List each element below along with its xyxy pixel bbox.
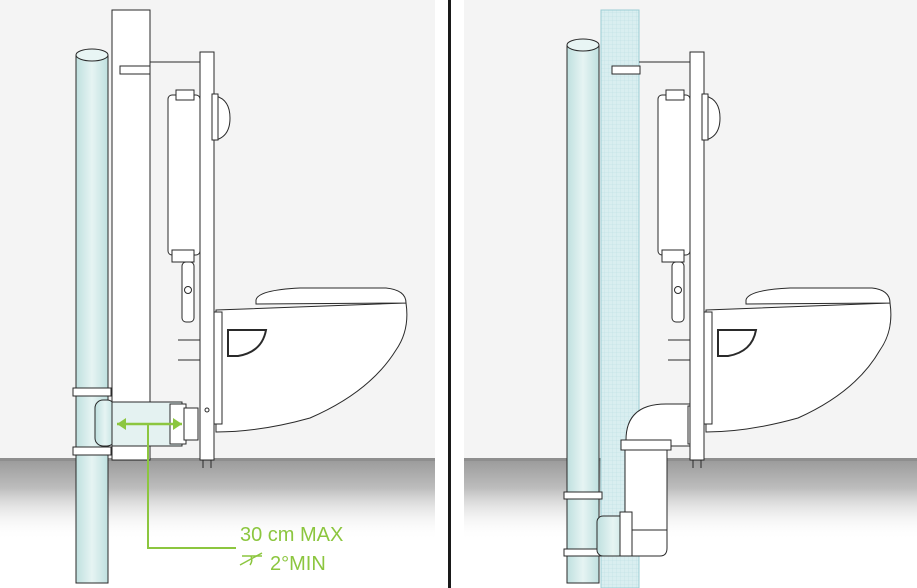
left-panel: 30 cm MAX 2°MIN [0,0,435,584]
left-drain-pipe [72,48,116,584]
left-frame [119,51,231,468]
right-drain-pipe [563,38,603,584]
panel-divider [448,0,451,588]
max-length-label: 30 cm MAX [240,524,343,546]
left-toilet-bowl [213,287,408,433]
right-frame [611,51,721,468]
right-floor [464,460,917,540]
pipe-length-annotation: 30 cm MAX 2°MIN [117,418,343,575]
left-floor [0,460,435,540]
left-shaft-column [111,9,151,461]
slope-label: 2°MIN [270,553,326,575]
right-toilet-bowl [703,287,892,433]
right-panel [464,0,917,588]
slope-icon [239,552,263,566]
